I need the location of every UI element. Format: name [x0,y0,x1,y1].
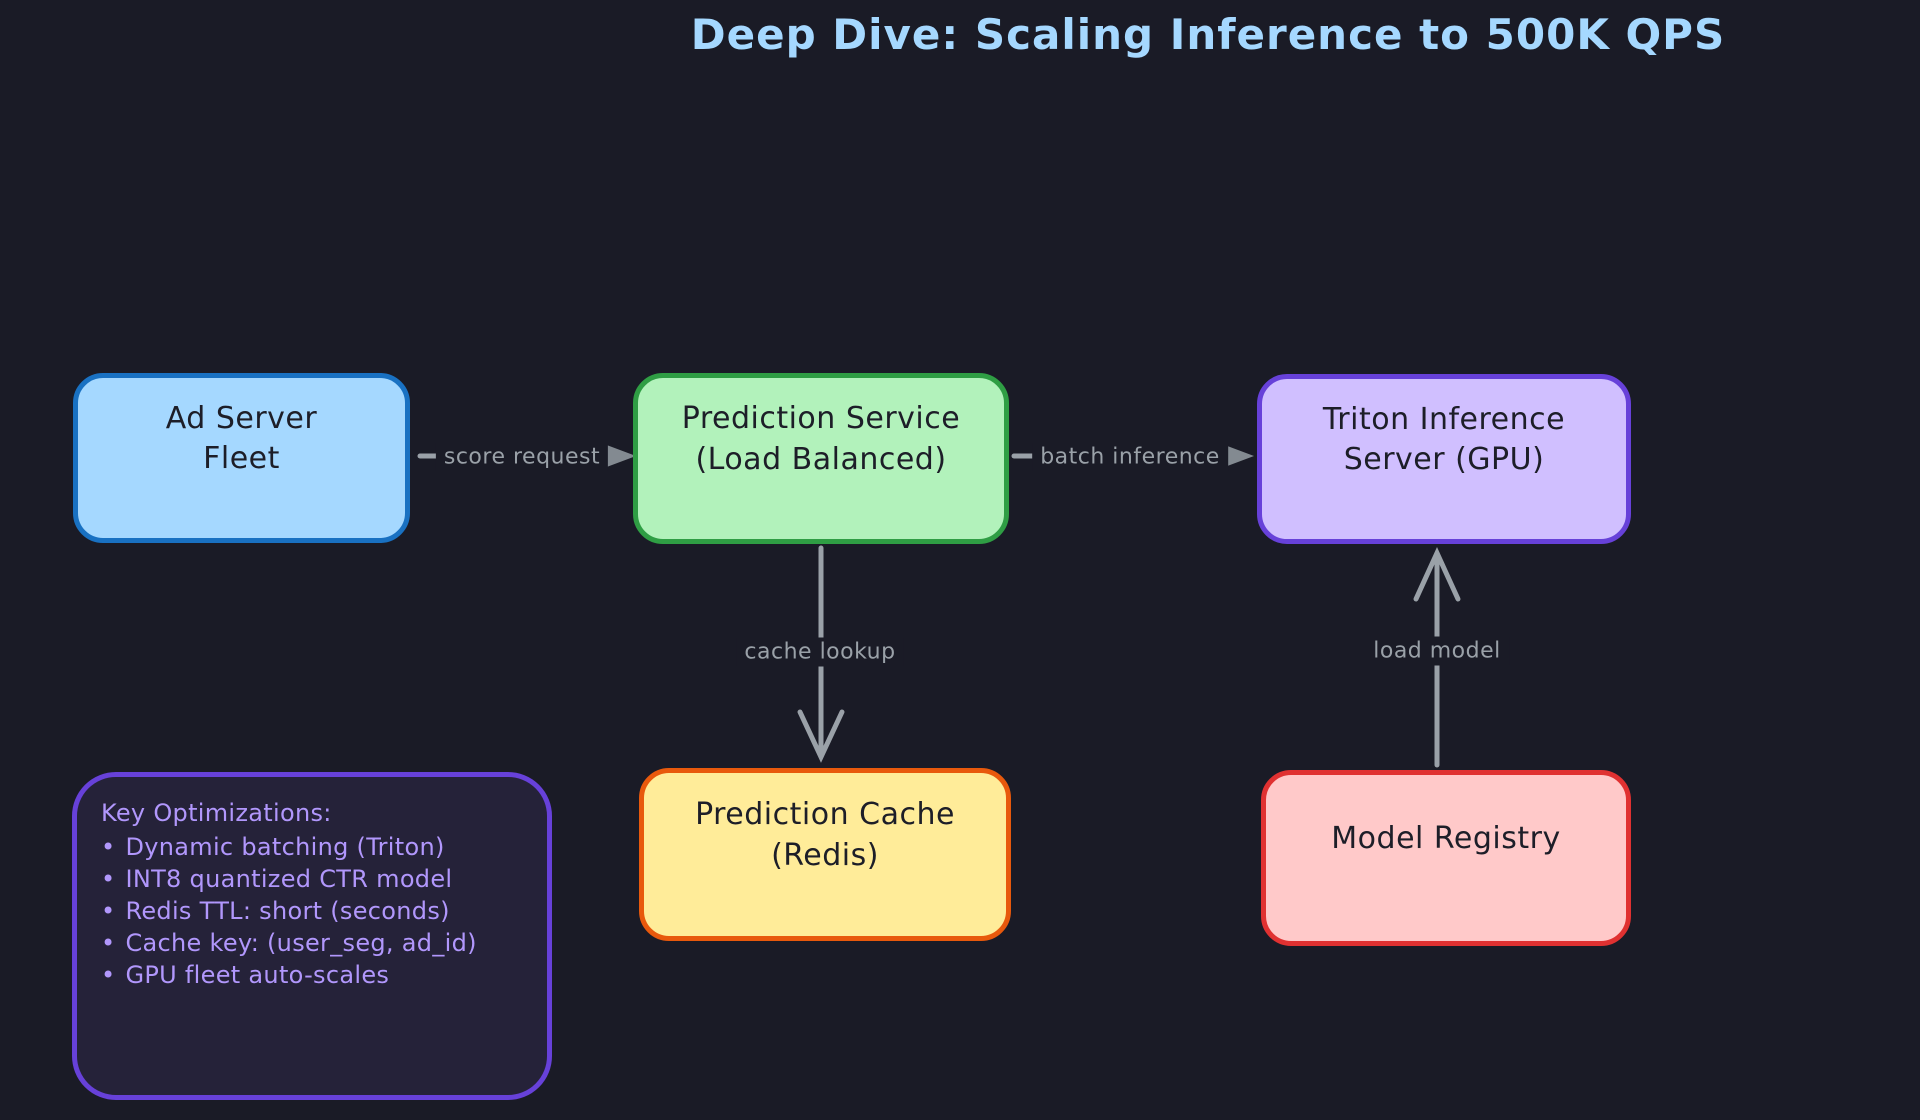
diagram-title: Deep Dive: Scaling Inference to 500K QPS [690,10,1726,59]
node-triton-inference-server[interactable]: Triton Inference Server (GPU) [1257,374,1631,544]
list-item: • Cache key: (user_seg, ad_id) [101,927,527,959]
bullet-icon: • [101,865,116,893]
list-item-text: GPU fleet auto-scales [125,961,390,989]
list-item-text: Redis TTL: short (seconds) [125,897,450,925]
edge-label-batch-inference: batch inference [1032,442,1228,472]
key-optimizations-panel[interactable]: Key Optimizations: • Dynamic batching (T… [72,772,552,1100]
list-item-text: Dynamic batching (Triton) [125,833,445,861]
edge-label-load-model: load model [1365,636,1509,666]
node-label-line: Server (GPU) [1343,442,1545,477]
node-label-line: Triton Inference [1322,401,1566,437]
key-optimizations-heading: Key Optimizations: [101,799,332,827]
key-optimizations-list: • Dynamic batching (Triton) • INT8 quant… [101,831,527,991]
node-label-line: Ad Server [165,400,318,436]
node-ad-server-fleet[interactable]: Ad Server Fleet [73,373,410,543]
node-label-line: Prediction Service [681,401,961,436]
edge-label-score-request: score request [435,442,609,472]
list-item-text: INT8 quantized CTR model [125,865,453,893]
node-label-line: (Load Balanced) [695,441,947,477]
arrowhead-right-icon [604,444,636,468]
bullet-icon: • [101,961,116,989]
node-model-registry[interactable]: Model Registry [1261,770,1631,946]
node-label-line: Model Registry [1331,820,1561,856]
list-item: • Redis TTL: short (seconds) [101,895,527,927]
list-item: • Dynamic batching (Triton) [101,831,527,863]
list-item: • INT8 quantized CTR model [101,863,527,895]
node-label-line: Fleet [203,441,280,476]
bullet-icon: • [101,833,116,861]
arrowhead-up-icon [1413,546,1461,602]
edge-label-cache-lookup: cache lookup [736,637,904,667]
list-item-text: Cache key: (user_seg, ad_id) [125,929,477,957]
bullet-icon: • [101,897,116,925]
node-label-line: Prediction Cache [695,797,955,832]
arrowhead-down-icon [797,709,845,763]
node-prediction-service[interactable]: Prediction Service (Load Balanced) [633,373,1009,544]
node-prediction-cache[interactable]: Prediction Cache (Redis) [639,768,1011,941]
bullet-icon: • [101,929,116,957]
node-label-line: (Redis) [771,837,879,873]
list-item: • GPU fleet auto-scales [101,959,527,991]
